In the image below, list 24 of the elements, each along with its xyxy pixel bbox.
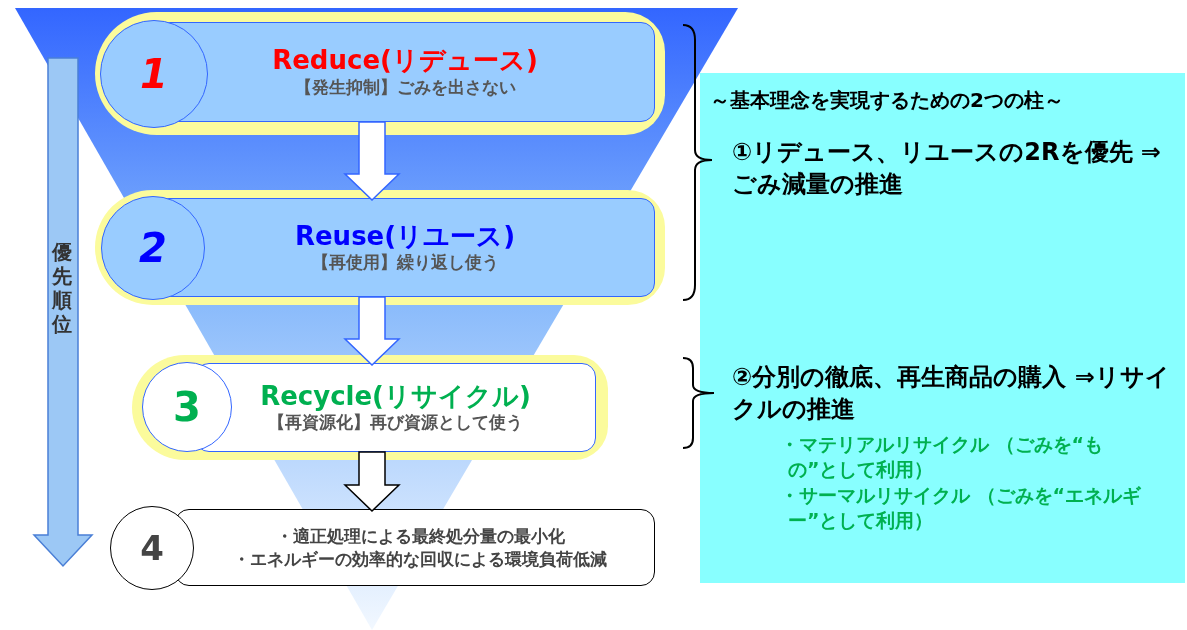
number-circle: 4: [110, 506, 194, 590]
block-arrow: [343, 121, 401, 202]
sub-item-text: ・マテリアルリサイクル （ごみを“もの”として利用）: [779, 431, 1105, 483]
number-circle: 3: [142, 362, 232, 452]
number-circle: 2: [101, 196, 205, 300]
step-panel: [132, 355, 608, 460]
pillar-text: ②分別の徹底、再生商品の購入 ⇒リサイクルの推進: [731, 361, 1171, 426]
step-title: Reduce(リデュース): [272, 46, 538, 76]
info-panel: [700, 73, 1185, 583]
step-panel: [95, 190, 665, 305]
step-description: 【再使用】繰り返し使う: [311, 251, 499, 274]
priority-label: 優先順位: [52, 240, 72, 336]
step-panel: [95, 12, 665, 135]
bullet-text: ・エネルギーの効率的な回収による環境負荷低減: [233, 547, 607, 570]
sub-item-text: ・サーマルリサイクル （ごみを“エネルギー”として利用）: [779, 482, 1143, 534]
block-arrow: [343, 296, 401, 367]
step-title: Recycle(リサイクル): [260, 381, 531, 412]
bullet-text: ・適正処理による最終処分量の最小化: [275, 525, 565, 548]
panel-heading: ～基本理念を実現するための2つの柱～: [710, 87, 1065, 114]
block-arrow: [343, 451, 401, 513]
pillar-text: ①リデュース、リユースの2Rを優先 ⇒ごみ減量の推進: [731, 137, 1162, 201]
step-description: 【発生抑制】ごみを出さない: [294, 75, 516, 98]
step-title: Reuse(リユース): [294, 221, 515, 252]
step-description: 【再資源化】再び資源として使う: [268, 411, 523, 434]
